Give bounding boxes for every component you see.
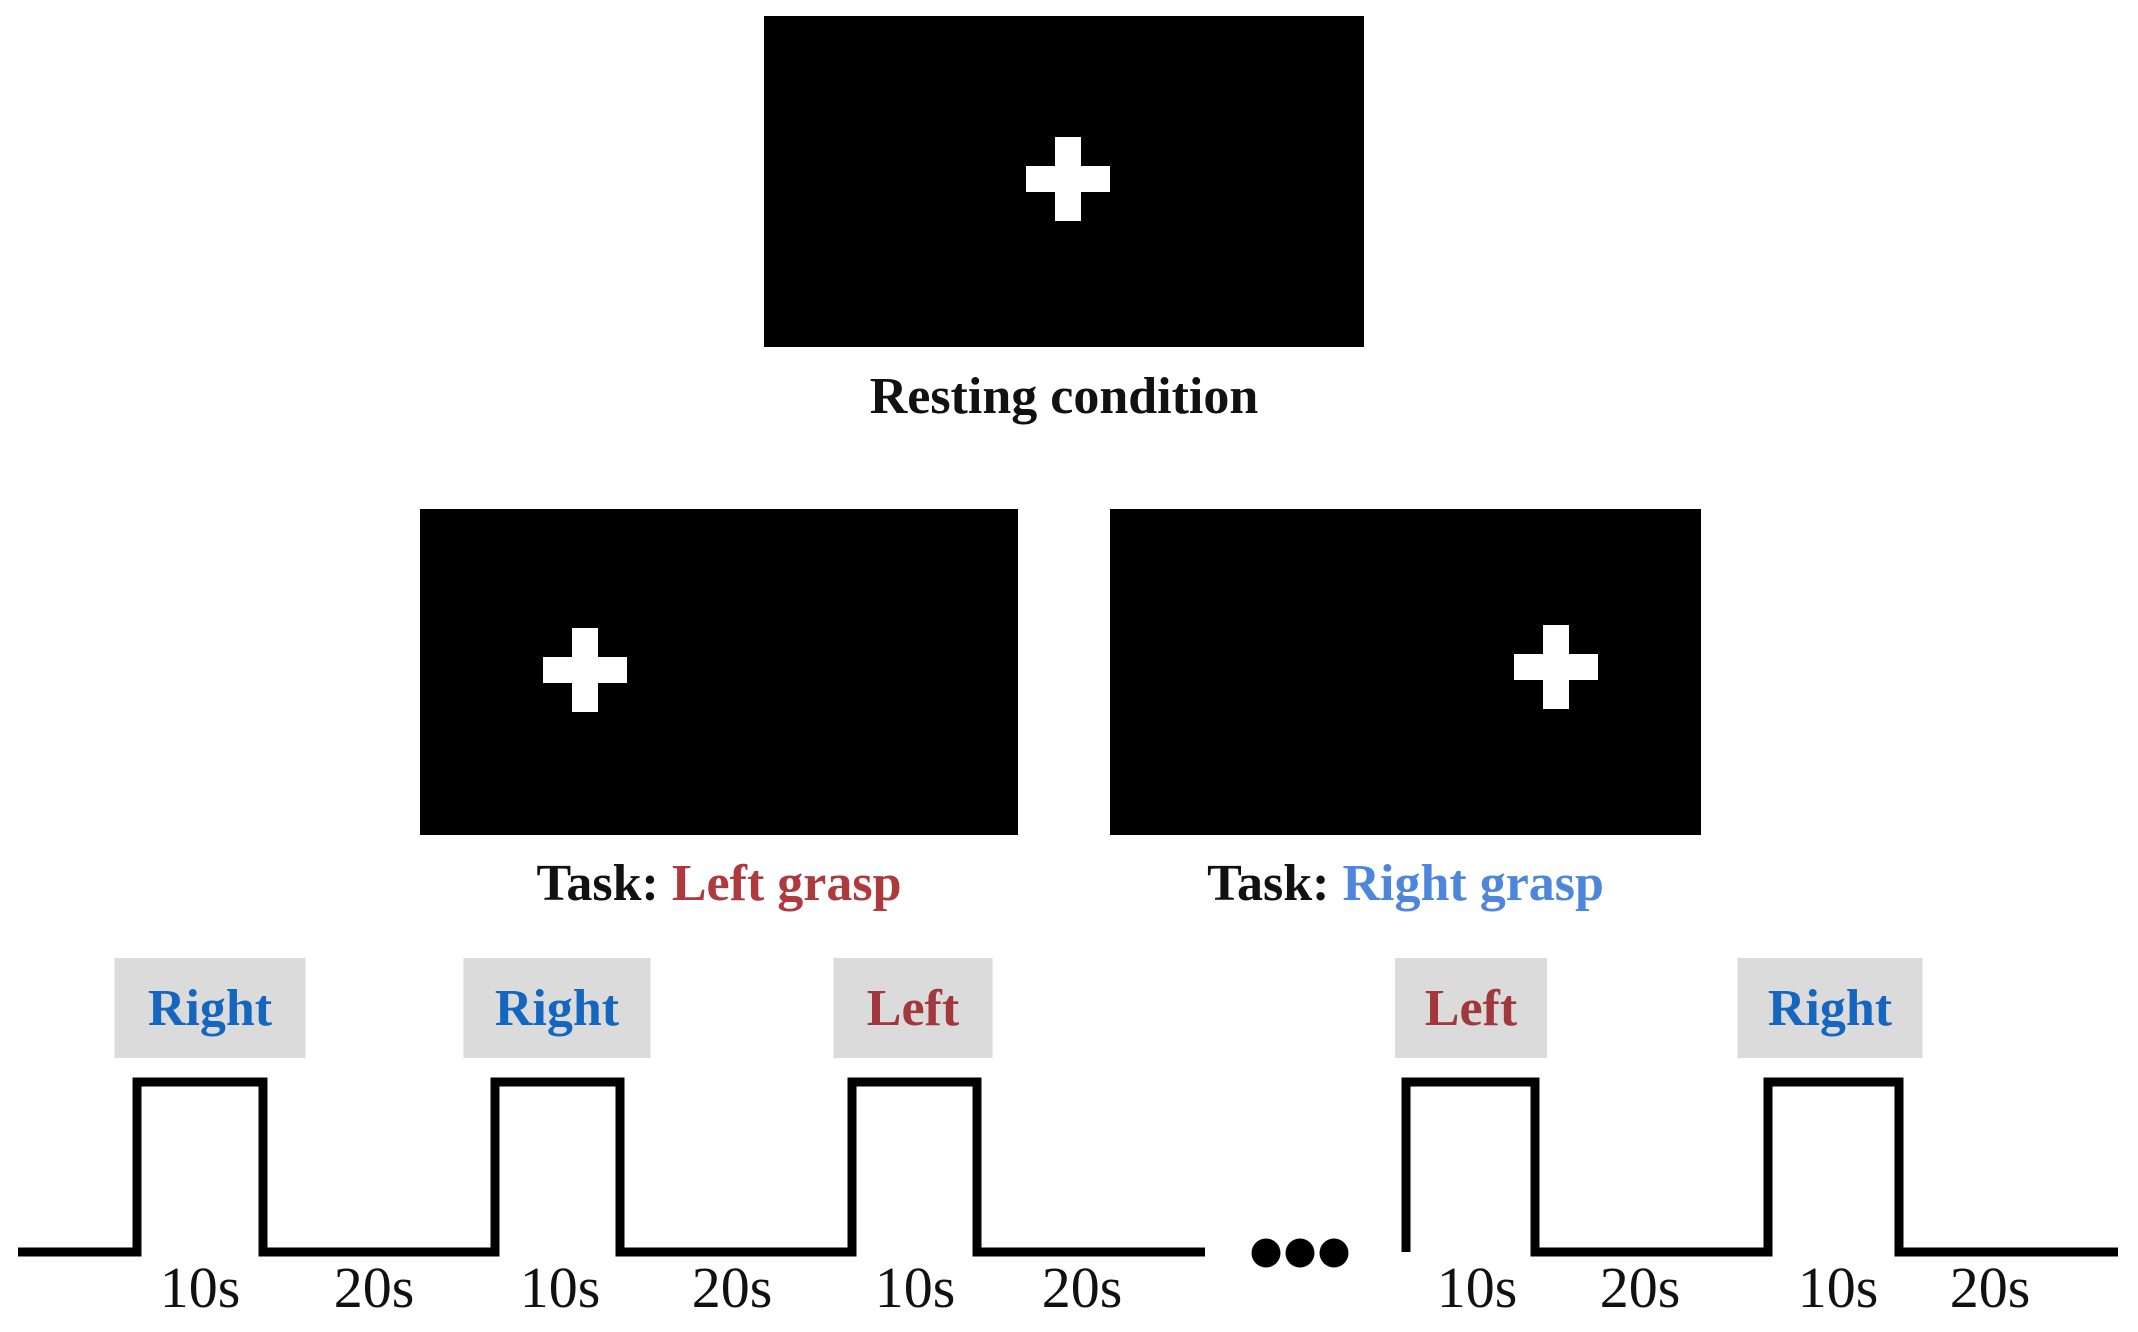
task-duration-label: 10s [159,1255,241,1320]
task-caption-prefix: Task: [536,855,659,912]
rest-duration-label: 20s [1599,1255,1681,1320]
block-label-left: Left [1395,958,1547,1058]
left-grasp-label: Left grasp [671,855,902,912]
resting-screen [764,16,1364,347]
right-grasp-label: Right grasp [1342,855,1604,912]
task-duration-label: 10s [874,1255,956,1320]
right-task-caption: Task: Right grasp [1110,855,1701,913]
waveform-segment-2 [1401,1077,2118,1257]
rest-duration-label: 20s [1949,1255,2031,1320]
block-label-right: Right [463,958,651,1058]
task-duration-label: 10s [1797,1255,1879,1320]
block-label-right: Right [1737,958,1923,1058]
task-caption-prefix: Task: [1207,855,1330,912]
rest-duration-label: 20s [691,1255,773,1320]
resting-caption: Resting condition [869,368,1259,425]
left-task-screen [420,509,1018,835]
rest-duration-label: 20s [1041,1255,1123,1320]
rest-duration-label: 20s [333,1255,415,1320]
block-label-left: Left [833,958,993,1058]
timeline-ellipsis-icon [1251,1238,1349,1268]
right-task-screen [1110,509,1701,835]
waveform-segment-1 [18,1077,1205,1257]
fixation-cross-icon [1514,625,1599,710]
block-label-right: Right [114,958,306,1058]
task-duration-label: 10s [519,1255,601,1320]
fixation-cross-icon [1026,136,1111,221]
task-duration-label: 10s [1436,1255,1518,1320]
left-task-caption: Task: Left grasp [420,855,1018,913]
fixation-cross-icon [543,628,628,713]
